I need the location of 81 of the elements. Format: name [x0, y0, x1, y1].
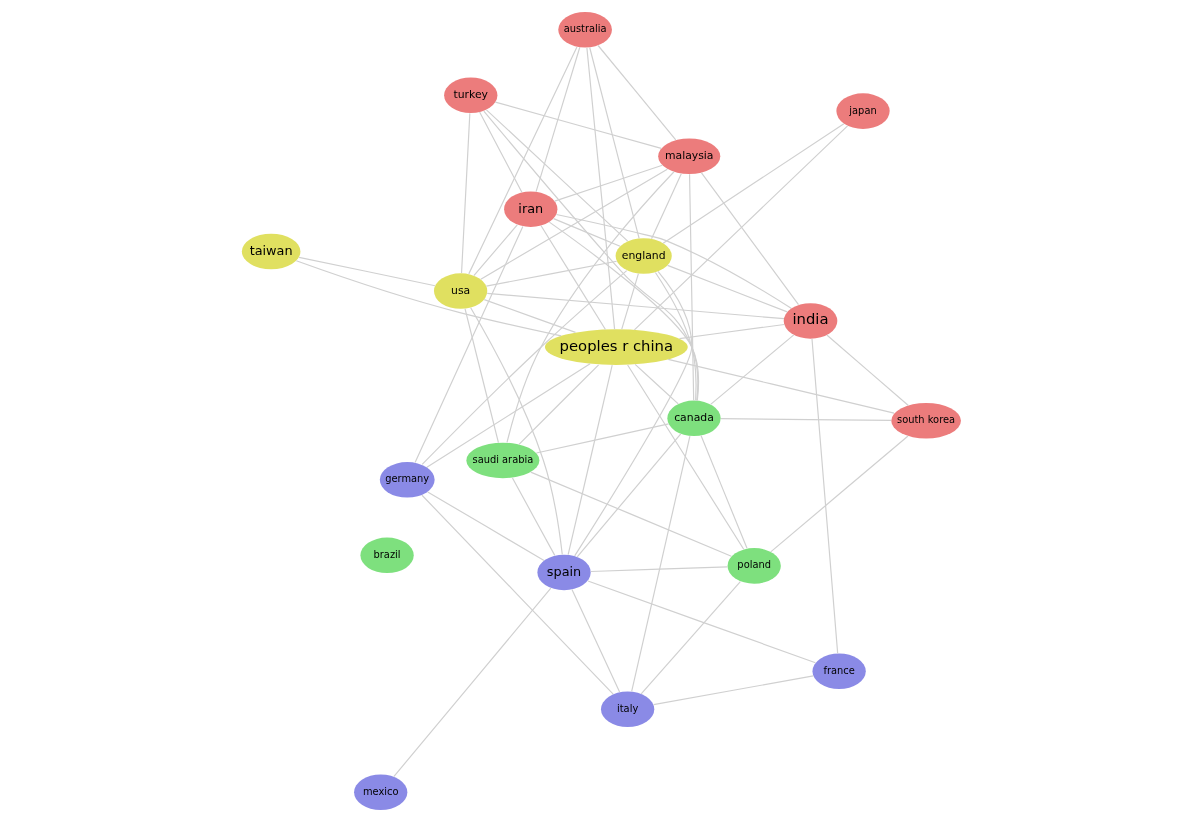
- connector: [485, 260, 618, 287]
- connector: [535, 46, 581, 193]
- connector: [700, 172, 800, 306]
- node-ellipse: england: [615, 238, 672, 274]
- connector: [576, 433, 682, 558]
- connector: [393, 587, 552, 778]
- connector: [535, 423, 670, 454]
- connector: [518, 364, 600, 445]
- node-ellipse: italy: [601, 691, 655, 727]
- connector: [295, 260, 562, 337]
- connector: [654, 271, 697, 401]
- connector: [627, 364, 745, 550]
- connector: [678, 323, 785, 340]
- connector: [414, 225, 524, 464]
- node-ellipse: iran: [504, 191, 558, 227]
- connector: [427, 491, 545, 562]
- node-ellipse: canada: [667, 400, 721, 437]
- node-ellipse: germany: [379, 462, 435, 498]
- connector: [590, 566, 729, 573]
- connector: [421, 270, 628, 465]
- connector: [553, 218, 621, 247]
- connector: [298, 256, 436, 287]
- connector: [640, 580, 741, 695]
- node-ellipse: saudi arabia: [466, 442, 540, 479]
- connector: [589, 46, 640, 239]
- connector: [494, 101, 662, 150]
- connector: [621, 273, 639, 330]
- connector: [634, 363, 679, 405]
- connector: [574, 270, 693, 557]
- node-ellipse: mexico: [354, 774, 408, 811]
- connector: [667, 358, 895, 414]
- connector: [567, 364, 613, 556]
- connector: [460, 112, 471, 274]
- connector: [468, 46, 578, 275]
- node-ellipse: spain: [537, 554, 591, 591]
- connector: [554, 164, 663, 202]
- connector: [710, 334, 795, 405]
- connector: [540, 225, 607, 331]
- connector: [662, 123, 845, 244]
- connector: [571, 588, 621, 693]
- node-ellipse: usa: [433, 273, 488, 309]
- node-ellipse: taiwan: [241, 233, 301, 270]
- connector: [811, 338, 839, 654]
- connector: [587, 580, 817, 664]
- connector: [633, 125, 849, 331]
- connector: [483, 299, 577, 333]
- connector: [421, 494, 614, 695]
- connector: [653, 675, 814, 706]
- connector: [688, 173, 695, 402]
- node-ellipse: japan: [836, 93, 890, 129]
- node-ellipse: poland: [727, 548, 781, 584]
- node-ellipse: australia: [558, 11, 612, 48]
- connector: [511, 477, 556, 556]
- connector: [650, 173, 682, 240]
- node-ellipse: india: [783, 303, 838, 339]
- connector: [464, 308, 499, 444]
- connector: [483, 110, 699, 402]
- connector: [470, 307, 563, 556]
- connector: [826, 334, 909, 407]
- connector: [486, 292, 785, 320]
- node-ellipse: france: [812, 653, 866, 689]
- connector: [555, 213, 792, 309]
- connector: [597, 44, 677, 141]
- connector: [667, 264, 788, 313]
- connector: [480, 168, 668, 280]
- connector: [426, 363, 591, 468]
- connector: [700, 434, 748, 549]
- node-ellipse: malaysia: [658, 138, 721, 174]
- connector: [770, 435, 909, 553]
- connector: [530, 471, 732, 557]
- connector: [720, 418, 892, 421]
- connector: [586, 47, 616, 330]
- connector: [548, 221, 700, 402]
- node-ellipse: turkey: [444, 77, 498, 114]
- connector: [631, 435, 691, 693]
- node-ellipse: brazil: [360, 537, 414, 574]
- connector: [485, 109, 629, 242]
- node-ellipse: south korea: [891, 403, 961, 439]
- connector: [479, 111, 523, 193]
- connector: [473, 224, 518, 277]
- node-ellipse: peoples r china: [544, 329, 688, 365]
